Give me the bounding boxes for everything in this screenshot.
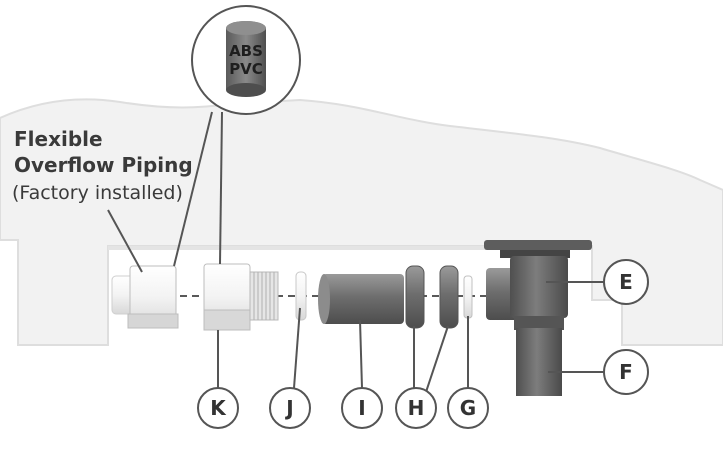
material-badge: ABS PVC xyxy=(191,5,301,115)
label-i: I xyxy=(341,387,383,429)
label-k-text: K xyxy=(210,396,227,420)
label-j-text: J xyxy=(284,396,293,420)
label-e: E xyxy=(603,259,649,305)
label-f-text: F xyxy=(619,360,633,384)
part-f-drain-pipe xyxy=(514,316,564,396)
callout-title-line2: Overflow Piping xyxy=(14,153,193,177)
badge-text-pvc: PVC xyxy=(229,60,263,78)
label-h: H xyxy=(395,387,437,429)
part-e-tee-fitting xyxy=(484,240,592,320)
label-h-text: H xyxy=(408,396,425,420)
flexible-overflow-pipe xyxy=(111,265,179,329)
badge-text-abs: ABS xyxy=(229,42,263,60)
label-e-text: E xyxy=(619,270,633,294)
callout-title-line1: Flexible xyxy=(14,127,103,151)
tub-bottom-shadow xyxy=(108,246,592,250)
label-g-text: G xyxy=(460,396,476,420)
part-j-gasket xyxy=(295,271,307,321)
label-f: F xyxy=(603,349,649,395)
label-k: K xyxy=(197,387,239,429)
part-h-washers xyxy=(405,265,459,329)
part-k-adapter xyxy=(203,263,279,331)
tub-shape xyxy=(0,98,723,346)
label-g: G xyxy=(447,387,489,429)
label-i-text: I xyxy=(358,396,365,420)
callout-subtitle: (Factory installed) xyxy=(12,182,183,204)
label-j: J xyxy=(269,387,311,429)
part-g-gasket xyxy=(463,275,473,319)
part-i-pipe xyxy=(318,274,404,324)
leader-lines xyxy=(107,111,604,393)
